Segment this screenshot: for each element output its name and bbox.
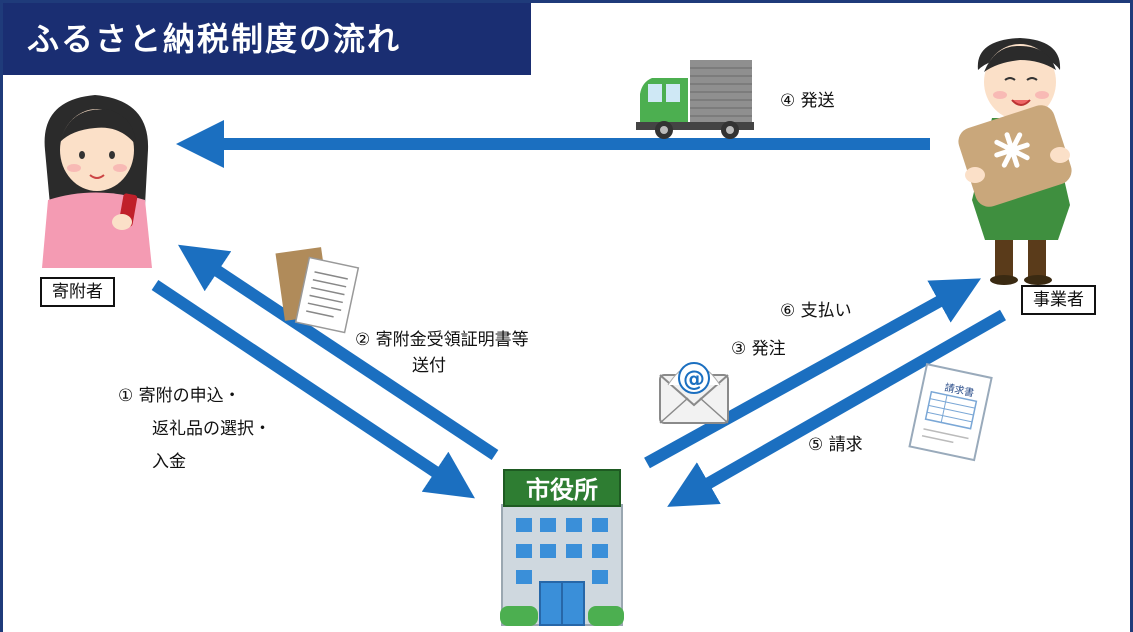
step-1-label-line2: 返礼品の選択・	[152, 419, 271, 439]
arrow-5-invoice	[667, 309, 1006, 507]
arrow-1-apply	[151, 280, 475, 499]
city-hall-sign: 市役所	[526, 476, 598, 504]
step-2-label-line2: 送付	[412, 356, 446, 376]
step-1-label-line3: 入金	[152, 452, 186, 472]
email-icon	[659, 362, 729, 424]
step-3-label: ③ 発注	[731, 339, 786, 359]
step-2-label-line1: ② 寄附金受領証明書等	[355, 330, 529, 350]
certificate-envelope-icon	[275, 247, 360, 334]
donor-label: 寄附者	[40, 277, 115, 307]
city-hall-illustration	[500, 469, 624, 626]
page-title: ふるさと納税制度の流れ	[3, 3, 531, 75]
step-1-label-line1: ① 寄附の申込・	[118, 386, 241, 406]
arrow-2-certificate	[177, 244, 499, 461]
business-label: 事業者	[1021, 285, 1096, 315]
step-4-label: ④ 発送	[780, 91, 835, 111]
step-5-label: ⑤ 請求	[808, 435, 863, 455]
truck-icon	[636, 60, 754, 139]
invoice-icon	[908, 363, 993, 462]
step-6-label: ⑥ 支払い	[780, 301, 852, 321]
email-at-symbol: @	[683, 367, 705, 392]
arrow-3-6-order-pay	[644, 278, 982, 469]
business-illustration	[958, 38, 1072, 285]
donor-illustration	[42, 95, 152, 268]
